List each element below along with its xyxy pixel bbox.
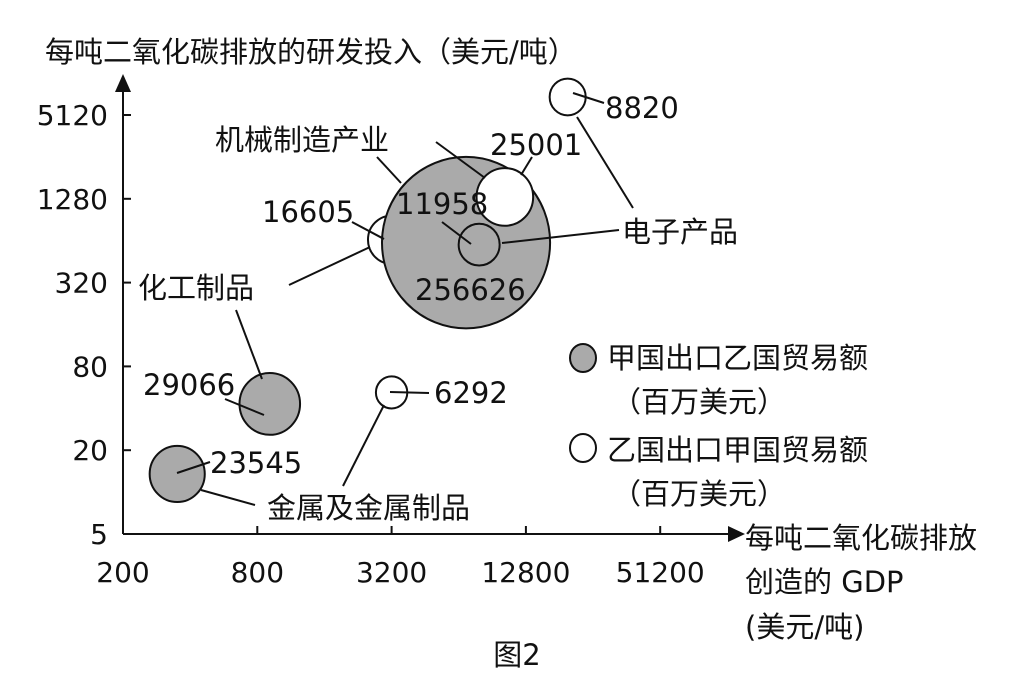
bubble-29066 [238, 372, 302, 436]
category-label-metals: 金属及金属制品 [267, 491, 470, 525]
x-axis-title-line2: 创造的 GDP [745, 565, 904, 599]
bubble-value-label: 11958 [396, 187, 488, 221]
bubble-value-label: 25001 [490, 128, 582, 162]
bubble-value-label: 256626 [415, 273, 526, 307]
y-axis-arrow [115, 74, 131, 92]
x-tick-label: 51200 [616, 556, 705, 589]
bubble-8820 [548, 77, 587, 117]
category-label-machinery: 机械制造产业 [215, 123, 389, 157]
leader-line [435, 141, 486, 179]
y-axis-title: 每吨二氧化碳排放的研发投入（美元/吨） [45, 35, 577, 69]
legend-marker-series-0 [569, 343, 597, 373]
category-label-electronics: 电子产品 [622, 215, 738, 249]
leader-line [288, 246, 371, 286]
x-axis-title-line3: (美元/吨) [745, 610, 864, 644]
bubble-11958 [457, 222, 501, 267]
y-tick-label: 1280 [37, 183, 108, 216]
leader-line [376, 156, 402, 184]
category-label-chemicals: 化工制品 [138, 271, 254, 305]
leader-line [501, 229, 620, 244]
legend-unit-series-1: （百万美元） [612, 477, 786, 511]
legend-unit-series-0: （百万美元） [612, 385, 786, 419]
y-tick-label: 320 [55, 267, 108, 300]
x-tick-label: 12800 [481, 556, 570, 589]
leader-line [520, 156, 533, 176]
legend: 甲国出口乙国贸易额 （百万美元） 乙国出口甲国贸易额 （百万美元） [569, 341, 868, 511]
leader-line [572, 92, 605, 104]
leader-line [224, 398, 265, 416]
legend-marker-series-1 [569, 433, 597, 463]
leader-line [200, 489, 256, 506]
legend-label-series-0: 甲国出口乙国贸易额 [607, 341, 868, 375]
legend-label-series-1: 乙国出口甲国贸易额 [607, 433, 868, 467]
leader-line [576, 116, 634, 209]
leader-line [176, 461, 211, 474]
x-tick-label: 200 [96, 556, 149, 589]
y-tick-label: 5 [90, 518, 108, 551]
bubble-value-label: 6292 [434, 376, 508, 410]
y-tick-label: 5120 [37, 99, 108, 132]
leader-line [342, 404, 385, 487]
x-tick-label: 800 [231, 556, 284, 589]
x-tick-label: 3200 [356, 556, 427, 589]
leader-line [441, 221, 472, 245]
x-axis-arrow [728, 526, 745, 542]
bubble-value-label: 16605 [262, 195, 354, 229]
bubble-value-label: 29066 [143, 368, 235, 402]
leader-line [351, 221, 385, 240]
bubble-23545 [148, 444, 206, 504]
bubble-25001 [475, 167, 535, 227]
x-axis-title-line1: 每吨二氧化碳排放 [745, 521, 977, 555]
y-tick-label: 20 [72, 434, 108, 467]
bubble-value-label: 8820 [605, 91, 679, 125]
leader-line [389, 391, 430, 394]
y-tick-label: 80 [72, 350, 108, 383]
figure-caption: 图2 [493, 638, 540, 672]
leader-line [235, 309, 263, 380]
bubble-value-label: 23545 [210, 446, 302, 480]
